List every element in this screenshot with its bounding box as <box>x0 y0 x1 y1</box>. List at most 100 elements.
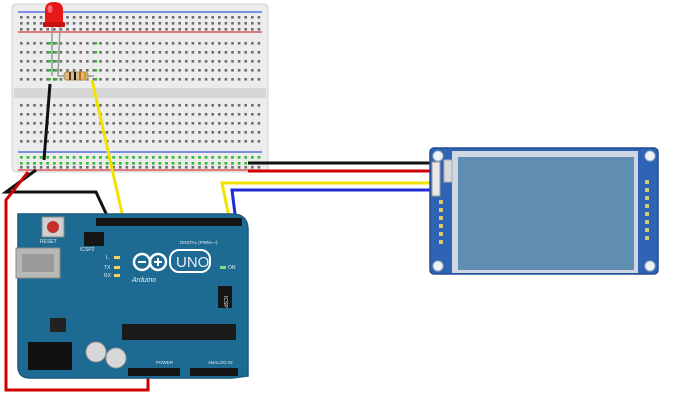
breadboard-hole <box>158 16 162 19</box>
breadboard-hole-connected <box>39 162 43 165</box>
breadboard-hole <box>145 131 148 134</box>
breadboard-hole-connected <box>185 162 188 165</box>
breadboard-hole <box>72 131 76 134</box>
breadboard-hole <box>171 69 175 72</box>
breadboard-hole-connected <box>112 156 115 159</box>
breadboard-hole <box>178 60 181 63</box>
breadboard-hole-connected <box>218 156 221 159</box>
breadboard-hole <box>119 122 122 125</box>
breadboard-hole <box>244 122 247 125</box>
breadboard-hole <box>158 22 162 25</box>
breadboard-hole <box>119 131 122 134</box>
breadboard-hole <box>152 22 155 25</box>
breadboard-hole <box>39 69 43 72</box>
breadboard-hole <box>105 16 109 19</box>
breadboard-hole <box>237 104 241 107</box>
breadboard-hole <box>112 122 115 125</box>
breadboard-hole <box>251 51 254 54</box>
breadboard-hole <box>112 140 115 143</box>
breadboard-hole <box>39 104 43 107</box>
tx-label: TX <box>104 265 111 271</box>
breadboard-hole <box>105 22 109 25</box>
breadboard-hole <box>105 131 109 134</box>
breadboard-hole <box>92 140 96 143</box>
breadboard-hole <box>138 51 142 54</box>
breadboard-hole <box>132 140 135 143</box>
breadboard-hole-connected <box>55 60 58 63</box>
breadboard-hole-connected <box>59 162 63 165</box>
breadboard-hole <box>211 113 214 116</box>
breadboard-hole <box>86 69 89 72</box>
breadboard-hole <box>191 122 195 125</box>
breadboard-hole <box>165 78 168 81</box>
breadboard-hole <box>145 113 148 116</box>
breadboard-hole <box>251 16 254 19</box>
breadboard-hole <box>171 140 175 143</box>
atmega-chip <box>122 324 236 340</box>
breadboard-hole <box>72 122 76 125</box>
breadboard-hole <box>105 69 109 72</box>
breadboard-hole <box>53 122 56 125</box>
breadboard-hole <box>171 122 175 125</box>
display-side-component <box>443 159 453 183</box>
breadboard-hole <box>171 131 175 134</box>
breadboard-hole-connected <box>132 162 135 165</box>
breadboard-hole <box>257 78 261 81</box>
breadboard-hole <box>204 104 208 107</box>
breadboard-hole <box>257 28 261 31</box>
breadboard-hole <box>171 22 175 25</box>
breadboard-hole <box>46 42 49 45</box>
breadboard-hole <box>244 22 247 25</box>
breadboard-hole-connected <box>257 156 261 159</box>
breadboard-hole <box>224 28 228 31</box>
nextion-tft-display <box>429 147 659 275</box>
breadboard-hole-connected <box>26 156 30 159</box>
breadboard-hole <box>59 78 63 81</box>
breadboard-hole <box>20 22 23 25</box>
mount-hole-tl <box>432 150 444 162</box>
breadboard-hole <box>158 131 162 134</box>
breadboard-hole <box>112 60 115 63</box>
breadboard-hole <box>178 140 181 143</box>
breadboard-hole <box>237 140 241 143</box>
breadboard-hole <box>33 131 36 134</box>
breadboard-hole <box>171 60 175 63</box>
breadboard-hole-connected <box>20 162 23 165</box>
breadboard-hole <box>158 113 162 116</box>
breadboard-hole <box>66 16 69 19</box>
breadboard-hole <box>125 16 129 19</box>
breadboard-hole <box>224 69 228 72</box>
breadboard-hole <box>237 28 241 31</box>
breadboard-hole <box>237 113 241 116</box>
breadboard-hole <box>231 122 234 125</box>
breadboard-hole <box>224 22 228 25</box>
breadboard-hole <box>132 113 135 116</box>
breadboard-hole <box>125 78 129 81</box>
breadboard-hole <box>178 69 181 72</box>
logo-infinity-right <box>148 252 168 272</box>
breadboard-hole <box>33 22 36 25</box>
breadboard-hole-connected <box>125 156 129 159</box>
breadboard-hole <box>244 60 247 63</box>
breadboard-hole <box>72 16 76 19</box>
breadboard-hole <box>251 78 254 81</box>
breadboard-hole <box>33 28 36 31</box>
breadboard-hole <box>231 28 234 31</box>
breadboard-hole <box>231 78 234 81</box>
breadboard-hole <box>33 69 36 72</box>
breadboard-hole <box>257 131 261 134</box>
breadboard-hole-connected <box>53 156 56 159</box>
breadboard-hole <box>72 22 76 25</box>
display-screen <box>458 157 634 270</box>
breadboard-hole <box>99 166 102 169</box>
on-label: ON <box>228 265 236 271</box>
breadboard-hole <box>125 22 129 25</box>
breadboard-hole <box>46 78 49 81</box>
breadboard-hole-connected <box>224 162 228 165</box>
breadboard-hole <box>257 113 261 116</box>
breadboard-hole <box>152 122 155 125</box>
breadboard-hole <box>105 51 109 54</box>
breadboard-hole <box>138 69 142 72</box>
breadboard-hole <box>224 51 228 54</box>
breadboard-hole <box>20 113 23 116</box>
